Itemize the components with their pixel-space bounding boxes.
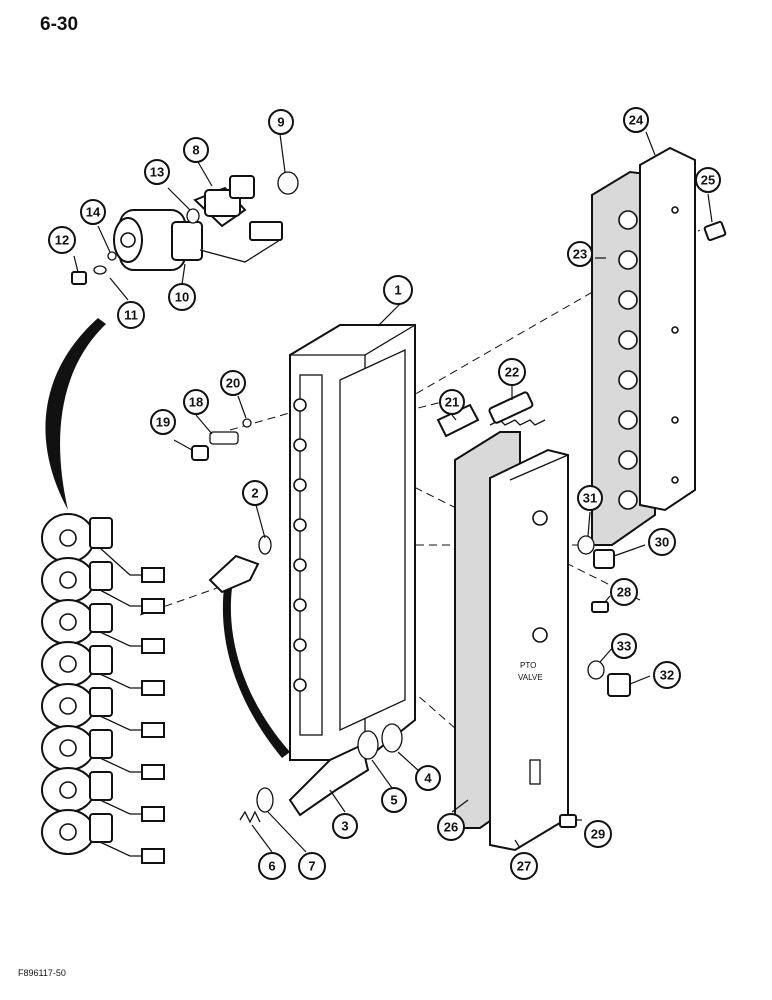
- svg-text:25: 25: [701, 173, 715, 188]
- svg-text:18: 18: [189, 395, 203, 410]
- callout-24: 24: [623, 107, 649, 133]
- svg-text:12: 12: [55, 233, 69, 248]
- svg-text:30: 30: [655, 535, 669, 550]
- svg-text:21: 21: [445, 395, 459, 410]
- svg-text:8: 8: [192, 143, 199, 158]
- solenoid-coil: [41, 725, 165, 780]
- svg-text:27: 27: [517, 859, 531, 874]
- svg-text:2: 2: [251, 486, 258, 501]
- svg-text:13: 13: [150, 165, 164, 180]
- solenoid-coil: [41, 599, 165, 654]
- callout-10: 10: [168, 283, 196, 311]
- svg-text:19: 19: [156, 415, 170, 430]
- callout-12: 12: [48, 226, 76, 254]
- solenoid-assembly-top: [71, 171, 299, 285]
- callout-25: 25: [695, 167, 721, 193]
- callout-33: 33: [611, 633, 637, 659]
- svg-text:11: 11: [124, 308, 138, 323]
- curved-arrow-center: [222, 588, 290, 758]
- callout-21: 21: [439, 389, 465, 415]
- callout-19: 19: [150, 409, 176, 435]
- callout-7: 7: [298, 852, 326, 880]
- callout-27: 27: [510, 852, 538, 880]
- callout-2: 2: [242, 480, 268, 506]
- callout-13: 13: [144, 159, 170, 185]
- solenoid-stack-left: [41, 513, 165, 864]
- svg-text:23: 23: [573, 247, 587, 262]
- callout-32: 32: [653, 661, 681, 689]
- page-number: 6-30: [40, 14, 79, 35]
- callout-31: 31: [577, 485, 603, 511]
- svg-text:7: 7: [308, 859, 315, 874]
- callout-9: 9: [268, 109, 294, 135]
- cover-label-line2: VALVE: [518, 673, 543, 682]
- callout-6: 6: [258, 852, 286, 880]
- callout-23: 23: [567, 241, 593, 267]
- svg-text:32: 32: [660, 668, 674, 683]
- svg-text:9: 9: [277, 115, 284, 130]
- callout-8: 8: [183, 137, 209, 163]
- solenoid-coil: [41, 557, 165, 614]
- callout-18: 18: [183, 389, 209, 415]
- svg-text:26: 26: [444, 820, 458, 835]
- svg-text:31: 31: [583, 491, 597, 506]
- svg-text:5: 5: [390, 793, 397, 808]
- valve-body-ports: [293, 398, 307, 692]
- svg-text:29: 29: [591, 827, 605, 842]
- svg-text:28: 28: [617, 585, 631, 600]
- callout-29: 29: [584, 820, 612, 848]
- callout-4: 4: [415, 765, 441, 791]
- callout-5: 5: [381, 787, 407, 813]
- valve-body: [289, 324, 416, 761]
- callout-26: 26: [437, 813, 465, 841]
- svg-text:22: 22: [505, 365, 519, 380]
- callout-1: 1: [383, 275, 413, 305]
- callout-14: 14: [80, 199, 106, 225]
- callout-30: 30: [648, 528, 676, 556]
- bolts-and-plugs: [559, 220, 727, 828]
- fitting-and-valve: [208, 535, 403, 824]
- callout-28: 28: [610, 578, 638, 606]
- svg-text:20: 20: [226, 376, 240, 391]
- svg-text:3: 3: [341, 819, 348, 834]
- svg-text:10: 10: [175, 290, 189, 305]
- solenoid-coil: [41, 809, 165, 864]
- cover-label-line1: PTO: [520, 661, 536, 670]
- solenoid-coil: [41, 641, 165, 696]
- svg-text:33: 33: [617, 639, 631, 654]
- plunger-group: [191, 418, 252, 461]
- svg-text:6: 6: [268, 859, 275, 874]
- callout-3: 3: [332, 813, 358, 839]
- pto-valve-cover-27: PTO VALVE: [489, 448, 569, 852]
- curved-arrow-left: [45, 318, 106, 510]
- callout-11: 11: [117, 301, 145, 329]
- svg-text:1: 1: [394, 283, 401, 298]
- svg-text:14: 14: [86, 205, 101, 220]
- cover-plate-24: [639, 146, 696, 512]
- svg-text:4: 4: [424, 771, 432, 786]
- svg-text:24: 24: [629, 113, 644, 128]
- callout-20: 20: [220, 370, 246, 396]
- callout-22: 22: [498, 358, 526, 386]
- figure-code: F896117-50: [18, 968, 66, 978]
- solenoid-coil: [41, 683, 165, 738]
- solenoid-coil: [41, 513, 165, 583]
